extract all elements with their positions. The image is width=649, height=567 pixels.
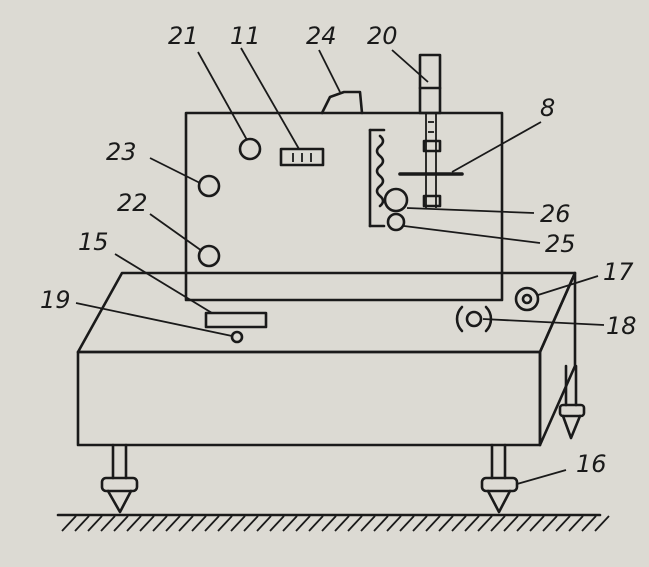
label-8: 8	[540, 94, 555, 122]
knob-21	[238, 137, 262, 161]
knob-23	[197, 174, 221, 198]
ground-hatch-line	[152, 515, 168, 532]
ground-hatch-line	[308, 515, 324, 532]
ground-hatch-line	[113, 515, 129, 532]
ground-hatch-line	[243, 515, 259, 532]
ground-hatch-line	[412, 515, 428, 532]
ground-hatch-line	[373, 515, 389, 532]
ground-hatch-line	[282, 515, 298, 532]
leader-lines	[75, 47, 605, 485]
ground-hatch-line	[386, 515, 402, 532]
label-22: 22	[117, 189, 148, 217]
knob-19	[230, 330, 244, 344]
ground-hatch-line	[256, 515, 272, 532]
ground-hatch-line	[204, 515, 220, 532]
ground-hatch-line	[503, 515, 519, 532]
label-20: 20	[367, 22, 398, 50]
roller-26	[383, 187, 409, 213]
ground-hatch-line	[191, 515, 207, 532]
housing-controls	[197, 137, 325, 268]
ground-hatch-line	[594, 515, 610, 532]
ground-hatch-line	[321, 515, 337, 532]
ground-hatch-line	[139, 515, 155, 532]
ground-hatch-line	[178, 515, 194, 532]
ground-hatch-line	[87, 515, 103, 532]
ground-hatch-line	[295, 515, 311, 532]
label-26: 26	[540, 200, 571, 228]
ground-hatch-line	[516, 515, 532, 532]
socket-17	[514, 286, 540, 312]
ground-hatch-line	[529, 515, 545, 532]
foot-right	[480, 443, 519, 514]
ground-hatch-line	[165, 515, 181, 532]
ground-hatch-line	[100, 515, 116, 532]
ground-hatch-line	[568, 515, 584, 532]
ground-hatch-line	[555, 515, 571, 532]
ground-hatch-line	[126, 515, 142, 532]
label-18: 18	[606, 312, 637, 340]
knob-22	[197, 244, 221, 268]
label-24: 24	[306, 22, 337, 50]
upper-housing	[184, 53, 504, 302]
label-25: 25	[545, 230, 576, 258]
roller-25	[386, 212, 406, 232]
label-23: 23	[106, 138, 137, 166]
label-17: 17	[603, 258, 634, 286]
ground-hatch-line	[74, 515, 90, 532]
foot-left	[100, 443, 139, 514]
ground-hatch-line	[334, 515, 350, 532]
tape-mechanism	[368, 113, 464, 232]
ground-hatch-line	[464, 515, 480, 532]
label-21: 21	[168, 22, 199, 50]
base-controls	[204, 286, 540, 344]
foot-back	[558, 364, 586, 440]
ground-hatch-line	[399, 515, 415, 532]
top-knob	[320, 90, 364, 115]
ground	[56, 513, 610, 532]
ground-hatch-line	[542, 515, 558, 532]
ground-hatch-line	[360, 515, 376, 532]
ground-hatch-line	[477, 515, 493, 532]
slot-15	[204, 311, 268, 329]
label-19: 19	[40, 286, 71, 314]
ground-hatch-line	[581, 515, 597, 532]
ground-hatch-line	[61, 515, 77, 532]
label-16: 16	[576, 450, 607, 478]
callout-labels: 21 11 24 20 8 23 22 15 19 26 25 17 18 16	[40, 22, 637, 478]
ground-hatch-line	[490, 515, 506, 532]
ground-hatch-line	[269, 515, 285, 532]
ground-hatch-line	[230, 515, 246, 532]
label-11: 11	[230, 22, 261, 50]
counter-window-11	[279, 147, 325, 167]
ground-hatch-line	[451, 515, 467, 532]
ground-hatch-line	[347, 515, 363, 532]
ground-hatch-line	[217, 515, 233, 532]
vertical-post	[418, 53, 442, 115]
ground-hatch-line	[438, 515, 454, 532]
knob-18	[465, 310, 483, 328]
label-15: 15	[78, 228, 109, 256]
ground-hatch-line	[425, 515, 441, 532]
